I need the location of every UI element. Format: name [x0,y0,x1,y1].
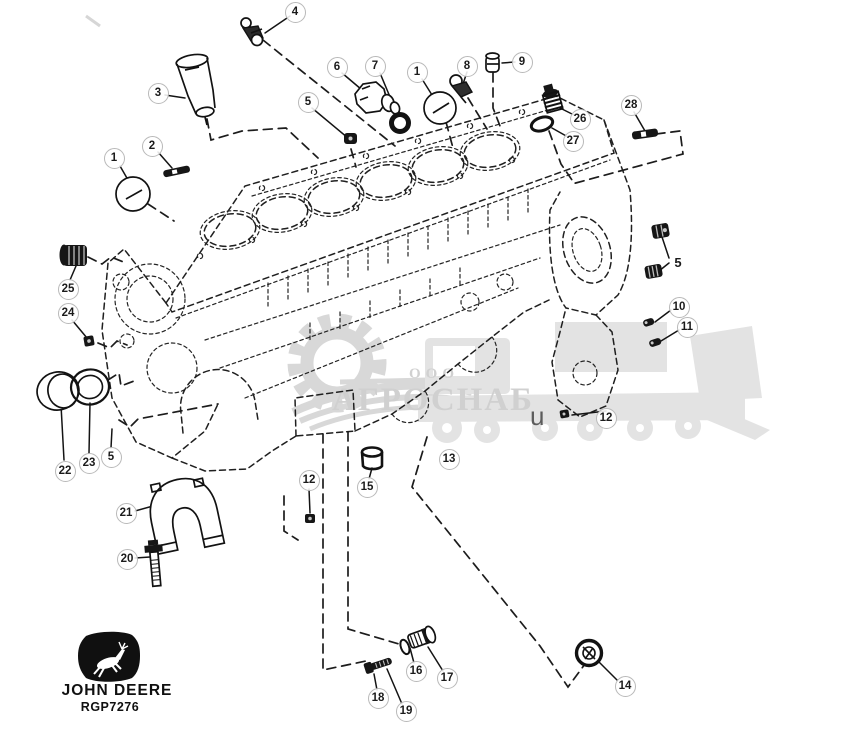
part-o-ring [389,112,411,134]
dashed-leaders [87,39,684,689]
callout-16: 16 [405,660,427,682]
part-slotted-plug [574,638,604,668]
callout-22: 22 [54,460,76,482]
part-hex-fitting [354,81,401,115]
callout-15: 15 [356,476,378,498]
callout-23: 23 [78,452,100,474]
part-fitting-16 [399,625,437,656]
part-code: RGP7276 [81,700,139,714]
callout-5: 5 [297,91,319,113]
callout-28: 28 [620,94,642,116]
part-elbow-fitting [449,74,474,104]
part-nut-top [344,133,357,144]
cylinder-bores [199,131,521,250]
callout-5: 5 [674,254,682,270]
engine-block-outline [101,95,633,472]
callout-1: 1 [103,147,125,169]
parts [36,17,670,674]
part-bearing-cap [149,477,226,556]
callout-24: 24 [57,302,79,324]
callout-3: 3 [147,82,169,104]
callout-9: 9 [511,51,533,73]
callout-10: 10 [668,296,690,318]
part-plug-right-a [651,223,670,239]
part-square-plug-left [305,514,315,523]
part-stud-18 [363,657,392,674]
part-cap-screw [144,539,163,588]
callout-21: 21 [115,502,137,524]
part-dowel-pin-28 [631,128,659,140]
front-face-ribs [267,188,529,342]
callout-11: 11 [676,316,698,338]
part-cup-plug-15 [360,446,384,471]
brand-wordmark: JOHN DEERE [62,682,173,699]
callout-27: 27 [562,130,584,152]
watermark-truck-icon [418,322,770,443]
callout-20: 20 [116,548,138,570]
part-knurled-plug [59,244,87,266]
callout-8: 8 [456,55,478,77]
part-filler-tube [175,53,216,126]
part-small-nut [83,335,95,347]
callout-leaders [60,15,680,705]
rear-housing [548,119,633,418]
watermark-url-fragment: u [530,401,544,431]
part-cup-plug-top [423,91,457,125]
part-petcock [240,17,264,47]
part-ring [69,368,111,406]
part-cap-plug [485,52,500,73]
john-deere-logo: JOHN DEERE RGP7276 [62,631,173,714]
part-dowel-pin [163,165,190,178]
callout-12: 12 [298,469,320,491]
callout-18: 18 [367,687,389,709]
deck-bolt-holes [196,108,526,260]
callout-14: 14 [614,675,636,697]
watermark-company: АГРОСНАБ [332,382,534,418]
callout-5: 5 [100,446,122,468]
logo-deer-icon [93,641,129,678]
callout-19: 19 [395,700,417,722]
part-roll-pin-10 [643,318,655,327]
callout-2: 2 [141,135,163,157]
watermark-org-type: ООО [409,366,459,382]
part-spring-plug [541,83,564,114]
watermark: ООО АГРОСНАБ u [85,14,770,443]
callout-13: 13 [438,448,460,470]
callout-1: 1 [406,61,428,83]
part-o-ring-27 [529,115,555,133]
callout-17: 17 [436,667,458,689]
part-cup-plug-left [115,176,151,212]
front-gearcase [101,247,297,472]
callout-26: 26 [569,108,591,130]
part-square-plug-right [559,409,570,419]
callout-7: 7 [364,55,386,77]
callout-12: 12 [595,407,617,429]
part-roll-pin-11 [649,338,662,347]
callout-25: 25 [57,278,79,300]
callout-6: 6 [326,56,348,78]
callout-4: 4 [284,1,306,23]
part-plug-right-b [644,264,663,279]
